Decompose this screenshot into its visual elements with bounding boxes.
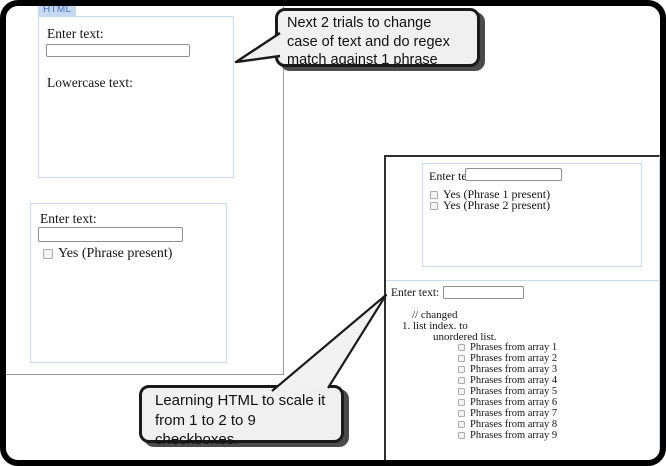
enter-text-input[interactable] xyxy=(46,44,190,57)
checkbox[interactable] xyxy=(458,366,465,373)
checkbox[interactable] xyxy=(458,432,465,439)
checkbox-label: Phrases from array 4 xyxy=(470,375,558,386)
callout-bottom: Learning HTML to scale it from 1 to 2 to… xyxy=(139,385,344,448)
phrase1-row: Yes (Phrase 1 present) xyxy=(430,187,550,202)
enter-text-label: Enter text: xyxy=(391,287,440,299)
checkbox-label: Phrases from array 6 xyxy=(470,397,558,408)
phrase-array-row: Phrases from array 1 xyxy=(458,342,557,353)
checkbox-label: Yes (Phrase present) xyxy=(58,246,173,261)
checkbox[interactable] xyxy=(458,377,465,384)
callout-top: Next 2 trials to change case of text and… xyxy=(275,8,480,68)
enter-text-label: Enter text: xyxy=(40,211,97,226)
checkbox-label: Phrases from array 9 xyxy=(470,430,558,441)
checkbox[interactable] xyxy=(458,399,465,406)
phrase-array-row: Phrases from array 7 xyxy=(458,408,557,419)
callout-line: Learning HTML to scale it xyxy=(155,392,326,409)
callout-line: checkboxes. xyxy=(155,431,239,448)
checkbox[interactable] xyxy=(458,421,465,428)
checkbox[interactable] xyxy=(430,190,438,199)
lowercase-text-label: Lowercase text: xyxy=(47,75,133,90)
section-divider xyxy=(386,280,659,281)
enter-text-input[interactable] xyxy=(465,168,562,181)
phrase-array-row: Phrases from array 3 xyxy=(458,364,557,375)
phrase-array-row: Phrases from array 2 xyxy=(458,353,557,364)
checkbox-label: Yes (Phrase 1 present) xyxy=(443,187,551,201)
phrase-array-row: Phrases from array 6 xyxy=(458,397,557,408)
phrase-array-row: Phrases from array 4 xyxy=(458,375,557,386)
tab-html[interactable]: HTML xyxy=(38,4,77,17)
phrase-array-row: Phrases from array 8 xyxy=(458,419,557,430)
ordered-list-item: 1. list index. to xyxy=(402,320,468,332)
callout-bottom-tail xyxy=(272,295,386,391)
checkbox-label: Yes (Phrase 2 present) xyxy=(443,198,551,212)
checkbox[interactable] xyxy=(458,410,465,417)
callout-line: case of text and do regex xyxy=(287,33,450,50)
checkbox[interactable] xyxy=(43,249,53,259)
panel-case-change: Enter text: Lowercase text: xyxy=(38,16,234,178)
callout-line: match against 1 phrase xyxy=(287,52,438,68)
enter-text-label: Enter text: xyxy=(47,26,104,41)
checkbox-label: Phrases from array 3 xyxy=(470,364,558,375)
unordered-list-label: unordered list. xyxy=(433,331,497,343)
checkbox-label: Phrases from array 1 xyxy=(470,342,558,353)
comment-line: // changed xyxy=(412,309,458,321)
checkbox-label: Phrases from array 7 xyxy=(470,408,558,419)
phrase2-row: Yes (Phrase 2 present) xyxy=(430,198,550,213)
checkbox[interactable] xyxy=(430,201,438,210)
phrase-array-row: Phrases from array 5 xyxy=(458,386,557,397)
callout-line: Next 2 trials to change xyxy=(287,15,432,31)
right-column: Enter text: Yes (Phrase 1 present) Yes (… xyxy=(384,155,660,460)
checkbox[interactable] xyxy=(458,388,465,395)
panel-regex-match: Enter text: Yes (Phrase present) xyxy=(30,203,227,363)
checkbox[interactable] xyxy=(458,344,465,351)
checkbox-label: Phrases from array 5 xyxy=(470,386,558,397)
callout-line: from 1 to 2 to 9 xyxy=(155,411,256,429)
enter-text-input[interactable] xyxy=(38,227,183,242)
checkbox-label: Phrases from array 8 xyxy=(470,419,558,430)
checkbox[interactable] xyxy=(458,355,465,362)
phrase-present-row: Yes (Phrase present) xyxy=(43,246,172,262)
phrase-array-row: Phrases from array 9 xyxy=(458,430,557,441)
checkbox-label: Phrases from array 2 xyxy=(470,353,558,364)
panel-two-phrases: Enter text: Yes (Phrase 1 present) Yes (… xyxy=(422,163,642,267)
enter-text-input[interactable] xyxy=(443,286,524,299)
